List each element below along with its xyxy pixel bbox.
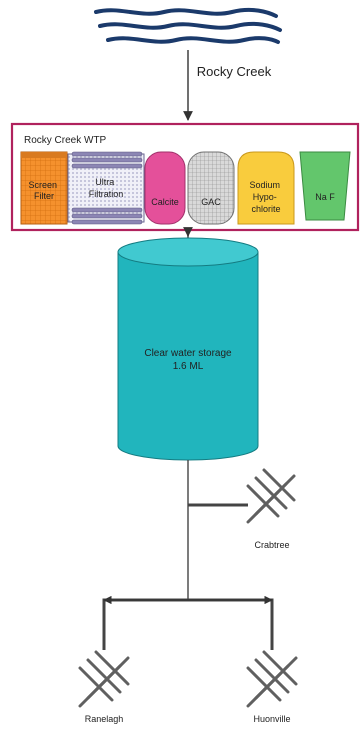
source-label: Rocky Creek	[197, 64, 272, 79]
svg-text:Ultra Filtration: Ultra Filtration	[89, 177, 124, 199]
wtp-title: Rocky Creek WTP	[24, 135, 107, 146]
svg-text:Screen Filter: Screen Filter	[28, 180, 59, 201]
screen-filter-unit: Screen Filter	[20, 151, 68, 225]
sodium-hypochlorite-tank: Sodium Hypo- chlorite	[237, 151, 295, 225]
area-label-crabtree: Crabtree	[254, 540, 289, 550]
stage-label-line: Sodium	[249, 180, 280, 190]
stage-label-line: Hypo-	[253, 192, 277, 202]
sodium-fluoride-hopper: Na F	[299, 151, 351, 221]
svg-text:Sodium Hypo- chlor: Sodium Hypo- chlorite	[249, 180, 282, 214]
storage-capacity: 1.6 ML	[173, 361, 204, 372]
water-waves-icon	[94, 7, 282, 44]
ultrafiltration-unit: Ultra Filtration	[67, 151, 145, 225]
stage-label-line: Screen	[28, 180, 57, 190]
network-mesh-icon	[246, 468, 296, 524]
stage-label-line: Na F	[315, 192, 335, 202]
network-mesh-icon	[78, 650, 130, 708]
calcite-vessel: Calcite	[144, 151, 186, 225]
area-label-ranelagh: Ranelagh	[85, 714, 124, 724]
area-label-huonville: Huonville	[253, 714, 290, 724]
stage-label-line: Calcite	[151, 197, 179, 207]
storage-label: Clear water storage	[144, 348, 232, 359]
gac-vessel: GAC	[187, 151, 235, 225]
stage-label-line: Ultra	[95, 177, 114, 187]
stage-label-line: Filter	[34, 191, 54, 201]
clear-water-storage-tank: Clear water storage 1.6 ML	[117, 237, 259, 461]
stage-label-line: Filtration	[89, 189, 124, 199]
stage-label-line: chlorite	[251, 204, 280, 214]
stage-label-line: GAC	[201, 197, 221, 207]
distribution-pipes	[102, 460, 274, 650]
network-mesh-icon	[246, 650, 298, 708]
